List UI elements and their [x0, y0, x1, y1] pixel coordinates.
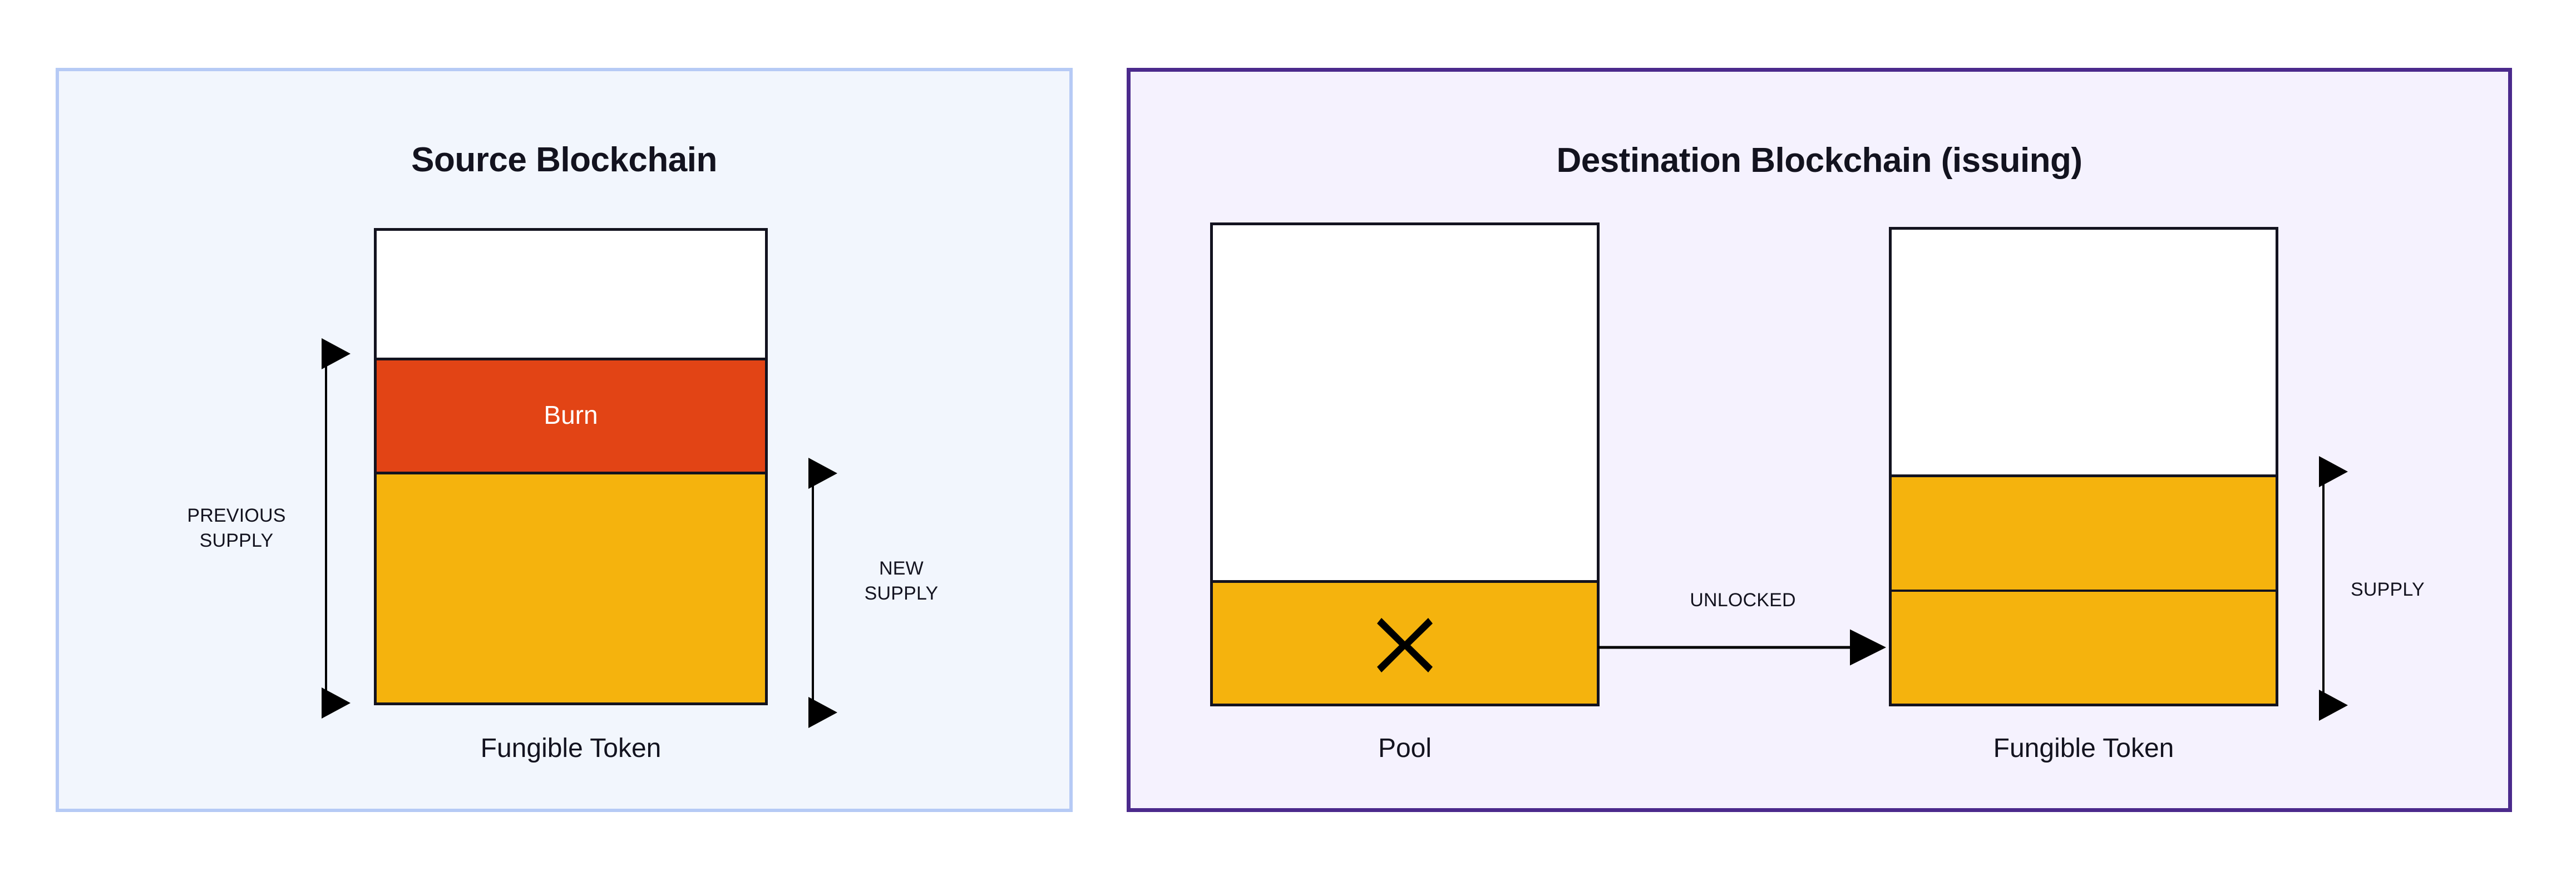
pool-caption: Pool — [1378, 734, 1432, 763]
pool-box — [1210, 222, 1600, 706]
source-token-divider-bottom — [377, 472, 765, 474]
destination-token-existing-segment — [1892, 474, 2276, 590]
pool-empty-segment — [1213, 225, 1597, 580]
source-token-remaining-segment — [377, 472, 765, 702]
unlocked-flow-arrow — [1598, 629, 1886, 666]
destination-token-unlocked-segment — [1892, 590, 2276, 704]
pool-locked-segment — [1213, 580, 1597, 704]
previous-supply-label: PREVIOUS SUPPLY — [187, 505, 286, 551]
new-supply-arrow — [808, 458, 837, 728]
destination-token-divider-top — [1892, 474, 2276, 477]
source-token-burn-segment: Burn — [377, 358, 765, 472]
source-token-empty-segment — [377, 231, 765, 358]
unlocked-label: UNLOCKED — [1690, 590, 1796, 611]
supply-label: SUPPLY — [2351, 579, 2425, 600]
previous-supply-arrow — [322, 338, 351, 719]
new-supply-label: NEW SUPPLY — [864, 558, 939, 604]
destination-token-divider-mid — [1892, 590, 2276, 592]
destination-token-empty-segment — [1892, 230, 2276, 474]
destination-fungible-token-box — [1889, 227, 2278, 706]
burn-label: Burn — [544, 400, 598, 429]
pool-divider — [1213, 580, 1597, 583]
source-fungible-token-caption: Fungible Token — [480, 734, 662, 763]
destination-fungible-token-caption: Fungible Token — [1993, 734, 2174, 763]
destination-panel-title: Destination Blockchain (issuing) — [1556, 141, 2082, 180]
supply-arrow — [2319, 456, 2348, 721]
source-fungible-token-box: Burn — [374, 228, 768, 705]
source-token-divider-top — [377, 358, 765, 360]
source-panel-title: Source Blockchain — [411, 141, 717, 179]
